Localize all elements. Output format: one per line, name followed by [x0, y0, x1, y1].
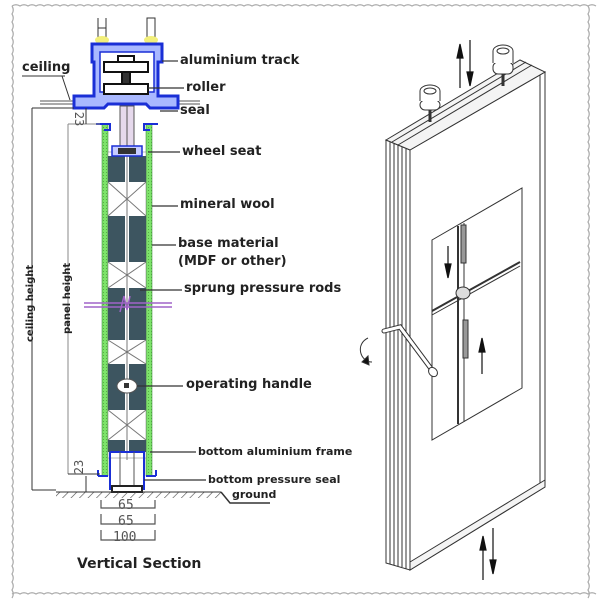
mineral-wool-block [108, 364, 125, 410]
mineral-wool-block [129, 288, 146, 340]
bottom-aluminium-frame [97, 451, 157, 490]
up-arrow-icon-rod [478, 337, 486, 374]
mineral-wool-block [108, 288, 125, 340]
section-title: Vertical Section [77, 556, 202, 572]
isometric-panel-drawing [359, 44, 547, 571]
label-ceiling: ceiling [22, 60, 71, 75]
mechanism-window [431, 187, 523, 441]
break-line [84, 295, 172, 313]
leader-lines [137, 60, 206, 481]
mineral-wool-block [108, 156, 125, 182]
dim-width-1: 65 [118, 498, 134, 513]
up-down-arrow-icon-bottom [479, 528, 497, 580]
bottom-pressure-seal [111, 485, 143, 493]
mineral-wool-blocks [107, 156, 147, 452]
top-roller-left [419, 84, 441, 122]
label-base-material: base material [178, 236, 279, 251]
rotate-arrow-icon [359, 337, 373, 363]
up-down-arrow-icon-top [456, 40, 474, 88]
crank-handle [381, 324, 438, 378]
mineral-wool-block [129, 440, 146, 452]
dim-bottom-gap: 23 [72, 459, 87, 475]
panel-body [96, 123, 158, 477]
label-operating-handle: operating handle [186, 377, 312, 392]
down-arrow-icon-rod [444, 246, 452, 279]
label-sprung-pressure-rods: sprung pressure rods [184, 281, 342, 296]
width-dimensions [100, 500, 156, 541]
label-bottom-aluminium-frame: bottom aluminium frame [198, 445, 353, 458]
label-wheel-seat: wheel seat [182, 144, 262, 159]
dim-top-gap: 23 [72, 111, 87, 127]
mineral-wool-block [129, 364, 146, 410]
top-roller-right [492, 44, 514, 86]
mineral-wool-block [129, 156, 146, 182]
label-base-material-note: (MDF or other) [178, 254, 287, 269]
wavy-border [11, 4, 597, 599]
label-bottom-pressure-seal: bottom pressure seal [208, 473, 341, 486]
arrows [444, 40, 497, 580]
label-mineral-wool: mineral wool [180, 197, 275, 212]
label-panel-height: panel height [62, 262, 73, 334]
spring-upper [460, 224, 467, 264]
mineral-wool-block [129, 216, 146, 262]
dim-width-2: 65 [118, 514, 134, 529]
operating-handle [116, 378, 138, 394]
ground [56, 491, 270, 504]
label-ceiling-height: ceiling height [25, 264, 36, 342]
dim-width-3: 100 [113, 530, 137, 545]
label-ground: ground [232, 488, 277, 501]
dimension-lines [31, 107, 100, 492]
hanger-bolts [95, 17, 158, 44]
label-aluminium-track: aluminium track [180, 53, 300, 68]
bolt-shaft [119, 105, 135, 147]
roller [103, 55, 149, 95]
vertical-section-drawing [22, 17, 270, 541]
panel-edge [385, 139, 411, 571]
mineral-wool-block [108, 216, 125, 262]
spring-lower [462, 319, 469, 359]
label-roller: roller [186, 80, 226, 95]
label-seal: seal [180, 103, 210, 118]
central-gear [455, 286, 471, 300]
mineral-wool-block [108, 440, 125, 452]
